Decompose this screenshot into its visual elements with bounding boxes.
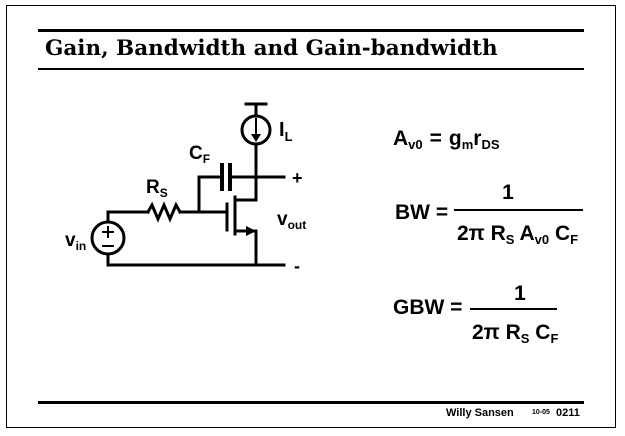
footer-author: Willy Sansen <box>446 407 514 419</box>
output-plus-label: + <box>292 168 303 188</box>
bw-denominator: 2π RS Av0 CF <box>457 222 578 247</box>
il-label: IL <box>279 119 293 144</box>
resistor-rs <box>145 201 183 223</box>
vout-label: vout <box>277 209 306 232</box>
gbw-label: GBW = <box>393 296 462 319</box>
rs-label: RS <box>146 177 168 200</box>
circuit-schematic <box>90 102 286 267</box>
vin-label: vin <box>65 230 86 253</box>
bw-numerator: 1 <box>502 181 514 204</box>
cf-label: CF <box>189 143 210 166</box>
title-bottom-rule <box>38 68 584 70</box>
footer-page-number: 0211 <box>556 407 580 419</box>
output-minus-label: - <box>294 256 300 276</box>
slide-title: Gain, Bandwidth and Gain-bandwidth <box>45 36 498 61</box>
bw-label: BW = <box>395 201 448 224</box>
source-arrow <box>246 226 256 236</box>
gbw-numerator: 1 <box>514 282 526 305</box>
gbw-denominator: 2π RS CF <box>472 321 558 346</box>
footer-date: 10-05 <box>532 409 550 416</box>
title-top-rule <box>38 29 584 32</box>
footer-rule <box>38 401 584 404</box>
current-source-arrow-head <box>251 134 261 142</box>
equation-av0: Av0=gmrDS <box>393 127 500 152</box>
